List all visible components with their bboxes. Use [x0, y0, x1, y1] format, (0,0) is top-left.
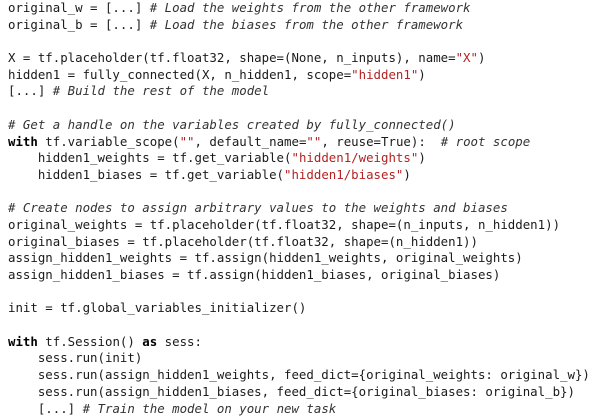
code-line: sess.run(assign_hidden1_weights, feed_di…: [8, 367, 590, 384]
code-text: tf.variable_scope(: [37, 133, 180, 149]
code-keyword: with: [8, 133, 38, 149]
code-line: [...] # Train the model on your new task: [8, 401, 590, 418]
code-text: ): [477, 50, 486, 66]
code-text: original_weights = tf.placeholder(tf.flo…: [8, 216, 561, 232]
code-text: X = tf.placeholder(tf.float32, shape=(No…: [8, 50, 456, 66]
code-text: sess:: [157, 333, 202, 349]
code-string: "hidden1/weights": [291, 150, 419, 166]
code-comment: # Get a handle on the variables created …: [8, 116, 456, 132]
code-line: # Get a handle on the variables created …: [8, 117, 590, 134]
code-text: assign_hidden1_weights = tf.assign(hidde…: [8, 250, 523, 266]
code-text: [...]: [8, 400, 83, 416]
code-line: [8, 100, 590, 117]
code-line: [8, 284, 590, 301]
code-line: init = tf.global_variables_initializer(): [8, 300, 590, 317]
code-listing: original_w = [...] # Load the weights fr…: [8, 0, 590, 417]
code-line: hidden1_weights = tf.get_variable("hidde…: [8, 150, 590, 167]
code-comment: # Build the rest of the model: [52, 83, 270, 99]
code-text: sess.run(assign_hidden1_biases, feed_dic…: [8, 383, 575, 399]
code-string: "X": [455, 50, 478, 66]
code-text: , default_name=: [194, 133, 307, 149]
code-line: with tf.variable_scope("", default_name=…: [8, 134, 590, 151]
code-text: , reuse=True):: [321, 133, 441, 149]
code-text: ): [403, 166, 411, 182]
code-text: hidden1_biases = tf.get_variable(: [8, 166, 285, 182]
code-line: assign_hidden1_weights = tf.assign(hidde…: [8, 250, 590, 267]
code-text: ): [418, 66, 426, 82]
code-line: sess.run(init): [8, 350, 590, 367]
code-comment: # Create nodes to assign arbitrary value…: [8, 200, 508, 216]
code-text: hidden1 = fully_connected(X, n_hidden1, …: [8, 66, 352, 82]
code-line: X = tf.placeholder(tf.float32, shape=(No…: [8, 50, 590, 67]
code-string: "hidden1/biases": [284, 166, 404, 182]
code-text: [...]: [8, 83, 53, 99]
code-text: hidden1_weights = tf.get_variable(: [8, 150, 292, 166]
code-comment: # Train the model on your new task: [82, 400, 337, 416]
code-string: "": [306, 133, 322, 149]
code-line: original_w = [...] # Load the weights fr…: [8, 0, 590, 17]
code-line: original_weights = tf.placeholder(tf.flo…: [8, 217, 590, 234]
code-line: [8, 33, 590, 50]
code-line: hidden1 = fully_connected(X, n_hidden1, …: [8, 67, 590, 84]
code-line: with tf.Session() as sess:: [8, 334, 590, 351]
code-line: sess.run(assign_hidden1_biases, feed_dic…: [8, 384, 590, 401]
code-keyword: with: [8, 333, 38, 349]
code-text: sess.run(assign_hidden1_weights, feed_di…: [8, 367, 590, 383]
code-comment: # root scope: [440, 133, 531, 149]
code-line: assign_hidden1_biases = tf.assign(hidden…: [8, 267, 590, 284]
code-text: original_w = [...]: [8, 0, 150, 15]
code-line: [8, 317, 590, 334]
code-text: original_b = [...]: [8, 16, 150, 32]
code-line: # Create nodes to assign arbitrary value…: [8, 200, 590, 217]
code-comment: # Load the weights from the other framew…: [149, 0, 471, 15]
code-text: tf.Session(): [37, 333, 143, 349]
code-text: assign_hidden1_biases = tf.assign(hidden…: [8, 267, 501, 282]
code-text: init = tf.global_variables_initializer(): [8, 300, 307, 316]
code-line: hidden1_biases = tf.get_variable("hidden…: [8, 167, 590, 184]
code-comment: # Load the biases from the other framewo…: [149, 16, 464, 32]
code-line: [8, 184, 590, 201]
code-text: sess.run(init): [8, 350, 143, 366]
code-text: ): [418, 150, 426, 166]
code-text: original_biases = tf.placeholder(tf.floa…: [8, 233, 478, 249]
code-line: original_biases = tf.placeholder(tf.floa…: [8, 234, 590, 251]
code-string: "": [179, 133, 195, 149]
code-line: original_b = [...] # Load the biases fro…: [8, 17, 590, 34]
code-keyword: as: [142, 333, 158, 349]
code-line: [...] # Build the rest of the model: [8, 83, 590, 100]
code-string: "hidden1": [351, 66, 419, 82]
